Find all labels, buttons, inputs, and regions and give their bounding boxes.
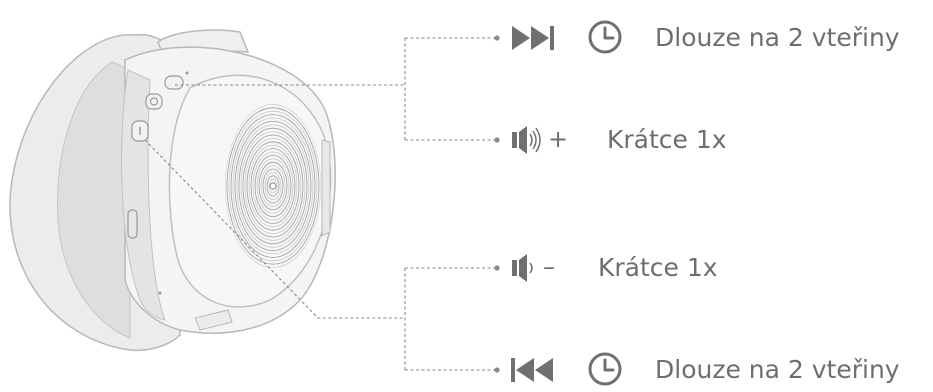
touch-pad-ring (254, 154, 292, 217)
touch-pad-ring (250, 148, 296, 224)
earcup-bottom-tab (194, 309, 233, 331)
touch-pad-ring (258, 161, 288, 211)
leader-dots (494, 35, 500, 373)
next-track-instruction: Dlouze na 2 vteřiny (655, 23, 900, 52)
touch-pad-ring (244, 137, 302, 234)
indicator-led (185, 71, 189, 75)
skip-forward-icon (512, 26, 554, 50)
touch-pad-ring (238, 127, 308, 245)
touch-pad-ring (264, 171, 282, 200)
microphone-hole (158, 291, 162, 295)
ear-cushion-inner (57, 61, 131, 339)
touch-pad-ring (246, 141, 300, 231)
volume-up-symbol: + (548, 125, 569, 153)
clock-icon (588, 352, 622, 386)
touch-pad-ring (240, 131, 306, 241)
volume-down-symbol: – (543, 253, 555, 281)
touch-pad-ring (236, 124, 310, 248)
leader-lines (144, 37, 495, 371)
touch-pad-ring (268, 178, 278, 194)
touch-pad-ring (232, 117, 314, 255)
touch-pad-ring (256, 158, 290, 214)
touch-pad-ring (252, 151, 294, 221)
volume-down-instruction: Krátce 1x (598, 253, 718, 282)
touch-pad-ring (248, 144, 298, 228)
touch-pad-ring (226, 107, 320, 265)
touch-pad-ring (266, 175, 280, 197)
touch-pad-ring (228, 110, 318, 262)
side-buttons (127, 71, 189, 295)
volume-up-icon (512, 126, 541, 154)
touch-pad-ring (262, 168, 284, 204)
earcup-side-tab (321, 139, 331, 237)
volume-up-instruction: Krátce 1x (607, 125, 727, 154)
touch-pad-ring (242, 134, 304, 238)
touch-pad-center (269, 182, 277, 190)
clock-icon (588, 20, 622, 54)
leader-line-lower (144, 139, 405, 319)
volume-down-icon (512, 254, 533, 282)
touch-pad (225, 104, 321, 268)
earcup-plate (168, 74, 332, 308)
touch-pad-ring (234, 121, 312, 251)
power-button[interactable] (145, 93, 163, 110)
skip-back-icon (511, 358, 553, 382)
touch-pad-ring (225, 104, 321, 268)
touch-pad-ring (230, 114, 316, 258)
volume-up-button[interactable] (164, 75, 184, 90)
touch-pad-ring (260, 165, 286, 207)
power-icon (150, 97, 158, 106)
headphone-earcup (9, 29, 336, 352)
previous-track-instruction: Dlouze na 2 vteřiny (655, 355, 900, 384)
usb-port (127, 209, 138, 239)
